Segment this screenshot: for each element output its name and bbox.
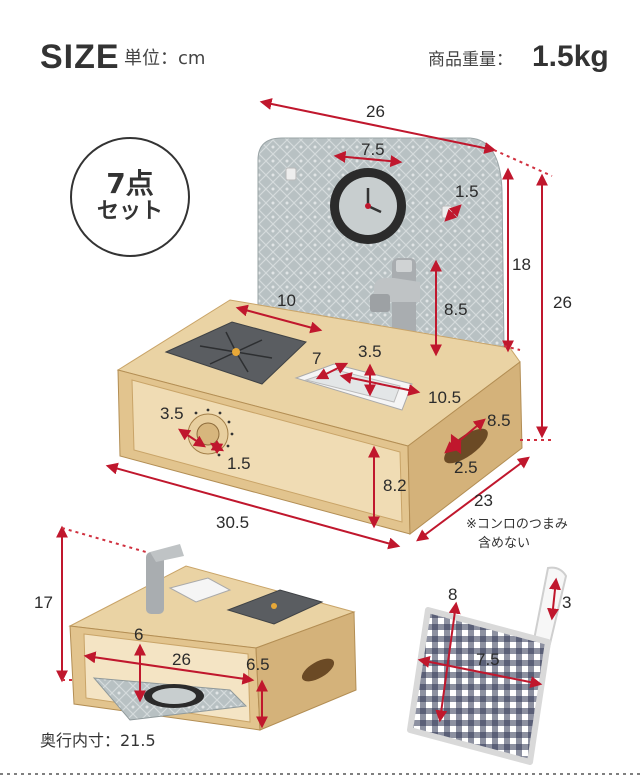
dim-knob-diameter: 3.5 <box>160 404 184 423</box>
dim-handle-hole-height: 2.5 <box>454 458 478 477</box>
dim-clock-width: 7.5 <box>361 140 385 159</box>
dim-sink-depth: 3.5 <box>358 342 382 361</box>
badge-count: 7点 <box>106 167 154 201</box>
dim-mitt-width: 7.5 <box>476 650 500 669</box>
dim-base-depth: 23 <box>474 491 493 510</box>
dim-handle-hole-width: 8.5 <box>487 411 511 430</box>
inner-depth-label: 奥行内寸：21.5 <box>40 731 156 750</box>
dim-shelf-gap: 6.5 <box>246 655 270 674</box>
dim-total-height: 26 <box>553 293 572 312</box>
hook-icon <box>285 167 297 181</box>
note-line-2: 含めない <box>478 536 531 551</box>
clock-icon <box>330 168 406 244</box>
unit-label: 単位：cm <box>124 48 206 69</box>
dim-sink-width: 7 <box>312 349 322 368</box>
page-title: SIZE <box>40 38 120 76</box>
dim-folded-height: 17 <box>34 593 53 612</box>
folded-dimension-lines <box>56 525 268 729</box>
dim-stove-width: 10 <box>277 291 296 310</box>
dim-base-width: 30.5 <box>216 513 250 532</box>
dim-base-height: 8.2 <box>383 476 407 495</box>
main-dotted-guides <box>493 149 553 441</box>
weight-label: 商品重量： <box>428 50 513 70</box>
dim-backboard-width: 26 <box>366 102 385 121</box>
note-line-1: ※コンロのつまみ <box>466 517 568 532</box>
dim-shelf-width: 26 <box>172 650 191 669</box>
folded-dotted-guides <box>61 527 147 681</box>
stove-icon <box>164 321 307 385</box>
dim-shelf-height: 6 <box>134 625 144 644</box>
dim-backboard-height: 18 <box>512 255 531 274</box>
dim-hook-size: 1.5 <box>455 182 479 201</box>
main-dimension-lines <box>105 98 548 550</box>
dim-faucet-height: 8.5 <box>444 300 468 319</box>
kitchen-toy-folded <box>68 544 357 731</box>
dim-mitt-height: 8 <box>448 585 458 604</box>
set-count-badge: 7点 セット <box>70 137 190 257</box>
badge-set-label: セット <box>96 198 163 224</box>
mitt-dimension-lines <box>417 577 561 723</box>
dim-sink-length: 10.5 <box>428 388 462 407</box>
weight-value: 1.5kg <box>532 40 609 73</box>
dim-mitt-loop: 3 <box>562 593 572 612</box>
dim-knob-depth: 1.5 <box>227 454 251 473</box>
